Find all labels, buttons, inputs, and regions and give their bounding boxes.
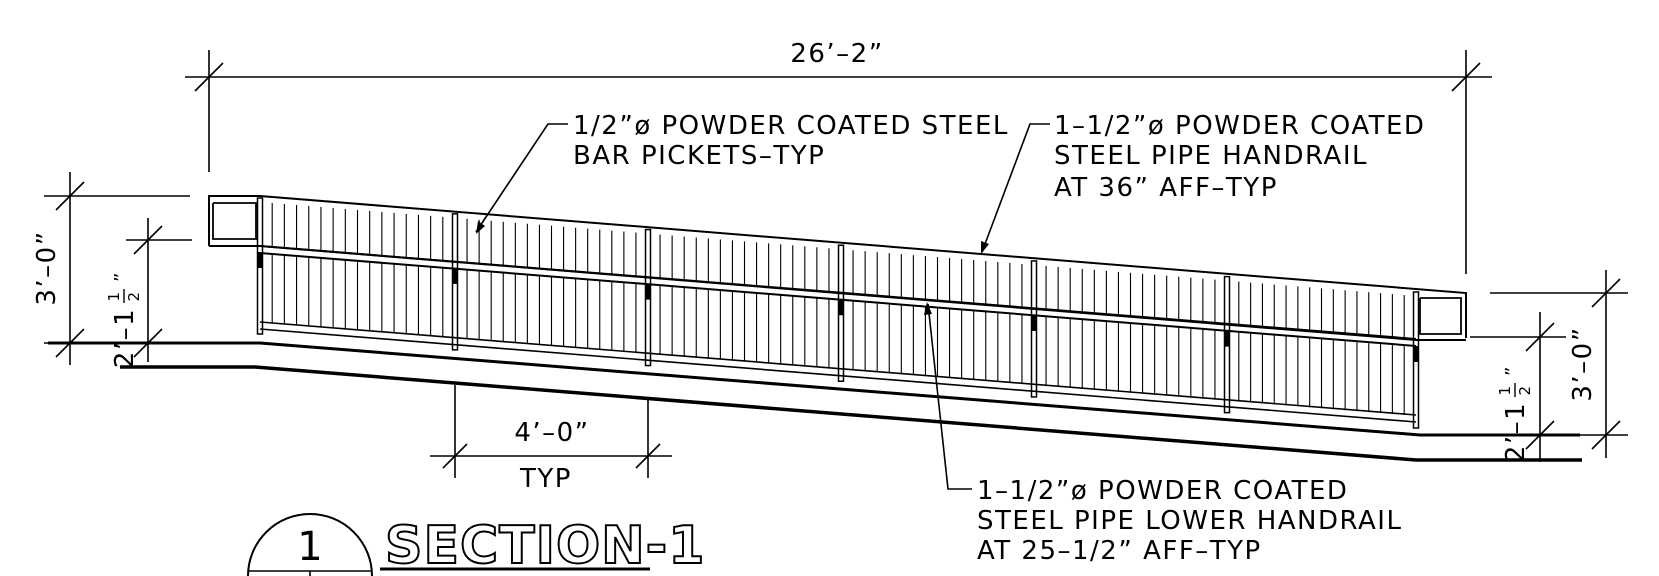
handrail-note-line-3: AT 36” AFF–TYP — [1054, 173, 1278, 203]
svg-text:1: 1 — [105, 290, 123, 301]
lower-handrail-note-line-3: AT 25–1/2” AFF–TYP — [977, 536, 1262, 566]
overall-length-label: 26’–2” — [790, 39, 883, 69]
section-title: SECTION-1 — [385, 516, 705, 576]
post-spacing-label: 4’–0” — [514, 418, 589, 448]
handrail-bracket — [1224, 330, 1230, 347]
ramp-surface — [48, 341, 1582, 462]
lower-handrail-callout: 1–1/2”ø POWDER COATED STEEL PIPE LOWER H… — [924, 302, 1402, 566]
lower-handrail-note-line-1: 1–1/2”ø POWDER COATED — [977, 476, 1348, 506]
handrail-bracket — [257, 252, 263, 268]
handrail-bracket — [452, 267, 458, 284]
left-inner-height-label: 2’–1 1 2 ” — [105, 271, 143, 368]
handrail-bracket — [1413, 346, 1419, 362]
right-height-dimensions: 3’–0” 2’–1 1 2 ” — [1470, 270, 1628, 462]
svg-text:”: ” — [1502, 365, 1523, 376]
svg-text:”: ” — [111, 271, 132, 282]
post-spacing-dimension: 4’–0” TYP — [430, 385, 672, 494]
svg-text:1: 1 — [1496, 384, 1514, 395]
handrail-callout: 1–1/2”ø POWDER COATED STEEL PIPE HANDRAI… — [981, 111, 1425, 254]
handrail-bracket — [1031, 314, 1037, 331]
left-outer-height-label: 3’–0” — [32, 230, 62, 305]
svg-text:2’–1: 2’–1 — [110, 308, 140, 368]
svg-text:2’–1: 2’–1 — [1501, 402, 1531, 462]
lower-handrail-note-line-2: STEEL PIPE LOWER HANDRAIL — [977, 506, 1402, 536]
railing-posts — [256, 197, 1420, 429]
pickets-note-line-2: BAR PICKETS–TYP — [573, 141, 825, 171]
pickets-callout: 1/2”ø POWDER COATED STEEL BAR PICKETS–TY… — [475, 111, 1009, 234]
handrail-bracket — [645, 283, 651, 300]
post-spacing-typ-label: TYP — [519, 464, 572, 494]
right-outer-height-label: 3’–0” — [1568, 326, 1598, 401]
right-inner-height-label: 2’–1 1 2 ” — [1496, 365, 1534, 462]
svg-text:2: 2 — [1516, 384, 1534, 395]
svg-text:2: 2 — [125, 290, 143, 301]
top-handrail — [208, 195, 1467, 341]
bar-pickets — [271, 202, 1405, 416]
section-number: 1 — [297, 524, 322, 570]
pickets-note-line-1: 1/2”ø POWDER COATED STEEL — [573, 111, 1009, 141]
handrail-note-line-1: 1–1/2”ø POWDER COATED — [1054, 111, 1425, 141]
section-title-block: 1 SECTION-1 — [247, 513, 705, 576]
overall-length-dimension: 26’–2” — [185, 39, 1492, 274]
handrail-bracket — [838, 299, 844, 316]
left-height-dimensions: 3’–0” 2’–1 1 2 ” — [32, 172, 192, 368]
handrail-note-line-2: STEEL PIPE HANDRAIL — [1054, 141, 1368, 171]
